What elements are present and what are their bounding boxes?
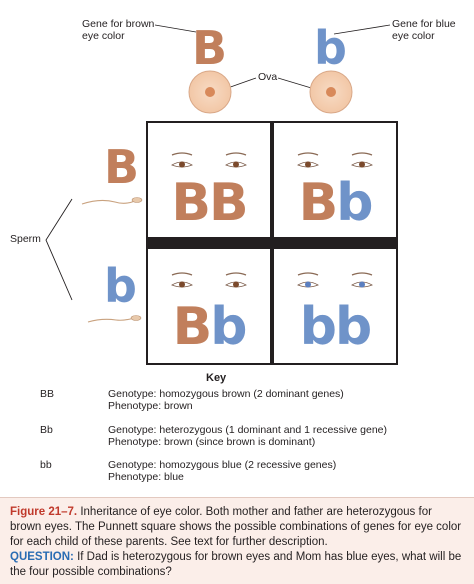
diagram-illustration: [45, 24, 391, 323]
punnett-square: BB Bb Bb: [146, 121, 398, 365]
genotype-bb-recessive: bb: [299, 297, 372, 357]
mother-allele-dominant: B: [192, 21, 228, 75]
ovum-right: [309, 70, 353, 114]
key-code: BB: [40, 388, 55, 400]
punnett-cell-bb-dominant: BB: [148, 123, 270, 237]
sperm-bracket: [45, 198, 73, 301]
key-code: Bb: [40, 424, 53, 436]
ovum-left: [188, 70, 232, 114]
punnett-cell-heterozygous-bottom: Bb: [148, 249, 270, 363]
key-code: bb: [40, 459, 52, 471]
brown-eyes-icon: [171, 272, 247, 288]
genotype-bb-dominant: BB: [171, 173, 248, 233]
caption-text: Figure 21–7. Inheritance of eye color. B…: [10, 505, 466, 580]
key-genotype: Genotype: heterozygous (1 dominant and 1…: [108, 424, 388, 436]
key-genotype: Genotype: homozygous brown (2 dominant g…: [108, 388, 344, 400]
question-text: If Dad is heterozygous for brown eyes an…: [10, 551, 462, 578]
key-genotype: Genotype: homozygous blue (2 recessive g…: [108, 459, 337, 471]
sperm-label: Sperm: [10, 233, 41, 245]
key-row-bb-dominant: BB Genotype: homozygous brown (2 dominan…: [40, 388, 460, 414]
father-allele-dominant: B: [104, 140, 140, 194]
genotype-heterozygous: Bb: [298, 173, 374, 233]
punnett-cell-heterozygous-top: Bb: [274, 123, 396, 237]
key-row-heterozygous: Bb Genotype: heterozygous (1 dominant an…: [40, 424, 460, 450]
blue-eyes-icon: [297, 272, 373, 288]
figure-caption: Figure 21–7. Inheritance of eye color. B…: [0, 497, 474, 584]
father-allele-recessive: b: [104, 259, 137, 313]
blue-gene-pointer: [333, 24, 391, 35]
sperm-bottom: [87, 315, 142, 323]
sperm-top: [81, 197, 143, 205]
key-phenotype: Phenotype: blue: [108, 471, 184, 483]
question-label: QUESTION:: [10, 551, 74, 563]
figure-label: Figure 21–7.: [10, 506, 78, 518]
key-row-bb-recessive: bb Genotype: homozygous blue (2 recessiv…: [40, 459, 460, 485]
key-phenotype: Phenotype: brown (since brown is dominan…: [108, 436, 316, 448]
mother-allele-recessive: b: [314, 21, 347, 75]
gene-blue-label: Gene for blue eye color: [392, 18, 456, 42]
ova-label: Ova: [258, 71, 278, 83]
genotype-heterozygous: Bb: [172, 297, 248, 357]
key-title: Key: [206, 372, 227, 384]
brown-gene-pointer: [154, 24, 197, 33]
brown-eyes-icon: [297, 152, 373, 168]
gene-brown-label: Gene for brown eye color: [82, 18, 155, 42]
key-phenotype: Phenotype: brown: [108, 400, 193, 412]
figure-description: Inheritance of eye color. Both mother an…: [10, 506, 462, 548]
brown-eyes-icon: [171, 152, 247, 168]
punnett-cell-bb-recessive: bb: [274, 249, 396, 363]
